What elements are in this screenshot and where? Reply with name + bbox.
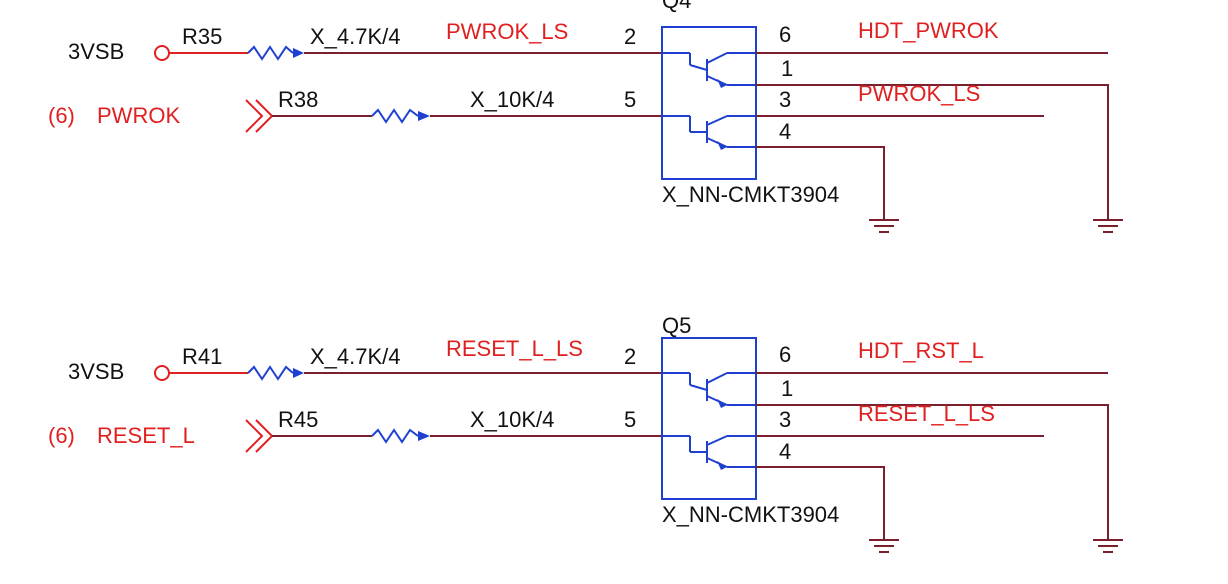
ground-symbol — [868, 219, 900, 233]
ls-net-label: PWROK_LS — [446, 19, 568, 44]
r-pullup-ref: R35 — [182, 24, 222, 49]
pin-2: 2 — [624, 344, 636, 369]
r-pullup-ref: R41 — [182, 344, 222, 369]
ground-symbol — [1092, 539, 1124, 553]
pin-3: 3 — [779, 87, 791, 112]
pin-1: 1 — [781, 56, 793, 81]
circuit-q5: 3VSB R41 X_4.7K/4 RESET_L_LS 2 (6) RESET… — [48, 313, 1124, 553]
input-sheet-ref: (6) — [48, 103, 75, 128]
q-designator: Q5 — [662, 313, 691, 338]
r-series-value: X_10K/4 — [470, 407, 554, 432]
q-designator: Q4 — [662, 0, 691, 13]
pin-5: 5 — [624, 87, 636, 112]
input-net-label: RESET_L — [97, 423, 195, 448]
input-sheet-ref: (6) — [48, 423, 75, 448]
resistor-r41-symbol — [247, 365, 294, 381]
r-series-ref: R45 — [278, 407, 318, 432]
ls-net-label-right: RESET_L_LS — [858, 401, 995, 426]
ls-net-label: RESET_L_LS — [446, 336, 583, 361]
resistor-r45-symbol — [371, 428, 419, 444]
r-series-ref: R38 — [278, 87, 318, 112]
pin-1: 1 — [781, 376, 793, 401]
ls-net-label-right: PWROK_LS — [858, 81, 980, 106]
offpage-connector — [245, 419, 264, 453]
r-pullup-value: X_4.7K/4 — [310, 344, 401, 369]
ground-symbol — [868, 539, 900, 553]
power-net-label: 3VSB — [68, 359, 124, 384]
r-pullup-value: X_4.7K/4 — [310, 24, 401, 49]
power-port-symbol — [154, 365, 170, 381]
pin-6: 6 — [779, 22, 791, 47]
out-net-label: HDT_RST_L — [858, 338, 984, 363]
pin-3: 3 — [779, 407, 791, 432]
r-series-value: X_10K/4 — [470, 87, 554, 112]
input-net-label: PWROK — [97, 103, 180, 128]
pin-2: 2 — [624, 24, 636, 49]
q4-package — [661, 26, 757, 180]
offpage-connector — [245, 99, 264, 133]
out-net-label: HDT_PWROK — [858, 18, 999, 43]
q5-package — [661, 337, 757, 500]
circuit-q4: 3VSB R35 X_4.7K/4 PWROK_LS 2 (6) PWROK R… — [48, 0, 1124, 233]
pin-6: 6 — [779, 342, 791, 367]
ground-symbol — [1092, 219, 1124, 233]
resistor-r35-symbol — [247, 45, 294, 61]
power-port-symbol — [154, 45, 170, 61]
q-part-number: X_NN-CMKT3904 — [662, 182, 839, 207]
pin-4: 4 — [779, 119, 791, 144]
resistor-r38-symbol — [371, 108, 419, 124]
pin-5: 5 — [624, 407, 636, 432]
q-part-number: X_NN-CMKT3904 — [662, 502, 839, 527]
power-net-label: 3VSB — [68, 39, 124, 64]
pin-4: 4 — [779, 439, 791, 464]
